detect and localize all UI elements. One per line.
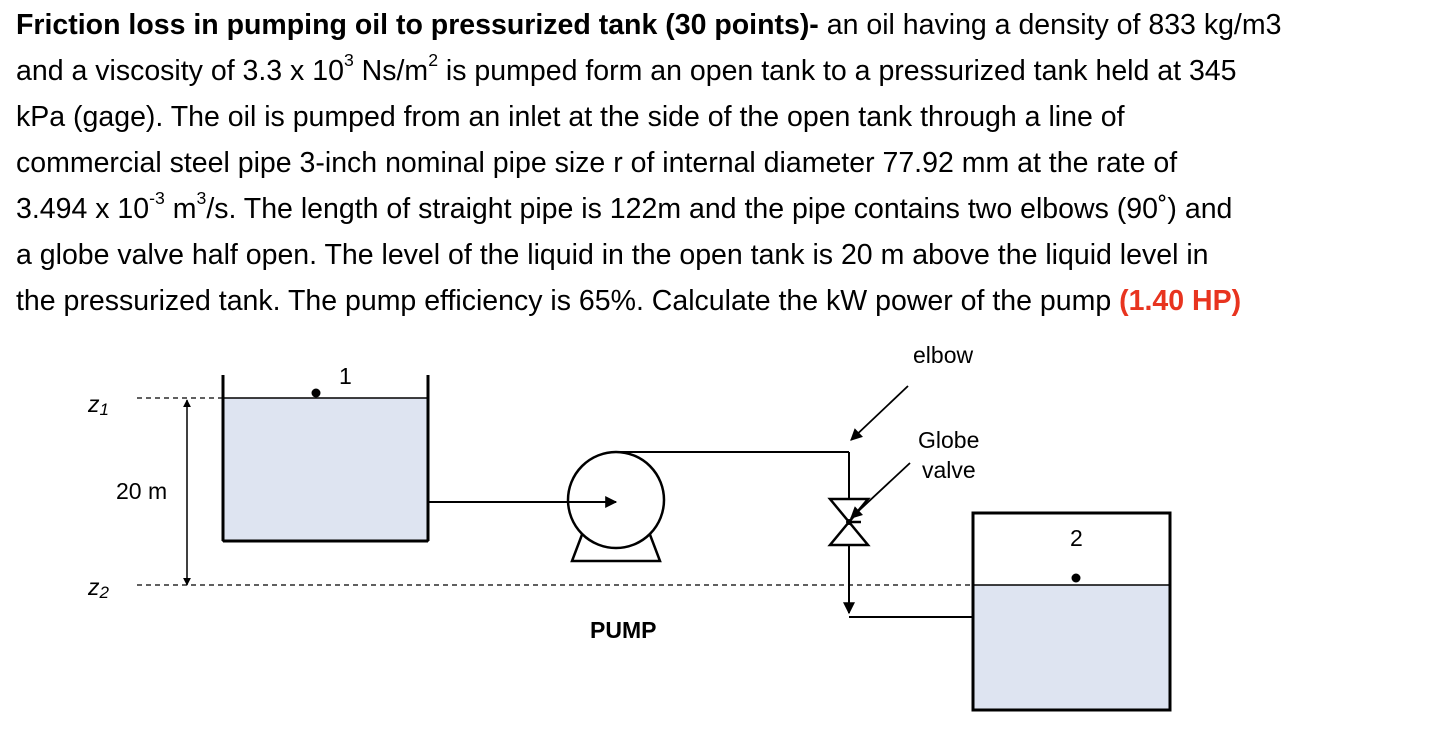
pump-label: PUMP (590, 617, 656, 643)
problem-line-5: 3.494 x 10-3 m3/s. The length of straigh… (16, 186, 1426, 232)
problem-text: m (164, 193, 197, 225)
point-2-marker (1071, 573, 1081, 583)
problem-line-7: the pressurized tank. The pump efficienc… (16, 278, 1426, 324)
problem-line-6: a globe valve half open. The level of th… (16, 239, 1209, 271)
point-2-label: 2 (1070, 525, 1083, 551)
problem-text: is pumped form an open tank to a pressur… (438, 55, 1237, 87)
problem-text: 3.494 x 10 (16, 193, 150, 225)
problem-text: and a viscosity of 3.3 x 10 (16, 55, 344, 87)
problem-line-2: and a viscosity of 3.3 x 103 Ns/m2 is pu… (16, 48, 1426, 94)
problem-line-1: Friction loss in pumping oil to pressuri… (16, 2, 1426, 48)
open-tank: 1 (221, 363, 430, 543)
pump-casing (566, 450, 666, 550)
pump: PUMP (566, 450, 666, 643)
problem-statement: Friction loss in pumping oil to pressuri… (16, 2, 1426, 324)
problem-title: Friction loss in pumping oil to pressuri… (16, 9, 819, 41)
pressurized-tank: 2 (971, 511, 1172, 712)
pressurized-tank-liquid (973, 585, 1170, 710)
problem-text: an oil having a density of 833 kg/m3 (818, 9, 1282, 41)
z1-label: z1 (87, 391, 109, 419)
valve-label: valve (922, 457, 976, 483)
superscript: 3 (343, 50, 354, 71)
globe-valve (827, 497, 871, 547)
answer-highlight: (1.40 HP) (1119, 285, 1242, 317)
problem-text: /s. The length of straight pipe is 122m … (206, 193, 1233, 225)
piping (428, 451, 973, 618)
point-1-marker (311, 388, 321, 398)
point-1-label: 1 (339, 363, 352, 389)
elbow-pointer (850, 385, 909, 441)
globe-label: Globe (918, 427, 979, 453)
problem-line-3: kPa (gage). The oil is pumped from an in… (16, 101, 1125, 133)
globe-valve-pointer (850, 462, 911, 519)
height-dimension-label: 20 m (116, 478, 167, 504)
z2-label: z2 (87, 574, 110, 602)
problem-text: the pressurized tank. The pump efficienc… (16, 285, 1120, 317)
open-tank-liquid (222, 397, 429, 542)
pressurized-tank-wall (971, 511, 1172, 712)
elbow-label: elbow (913, 342, 973, 368)
globe-valve-seat (846, 519, 852, 525)
problem-line-4: commercial steel pipe 3-inch nominal pip… (16, 147, 1178, 179)
superscript: -3 (149, 188, 165, 209)
superscript: 3 (196, 188, 207, 209)
problem-text: Ns/m (353, 55, 429, 87)
superscript: 2 (428, 50, 439, 71)
